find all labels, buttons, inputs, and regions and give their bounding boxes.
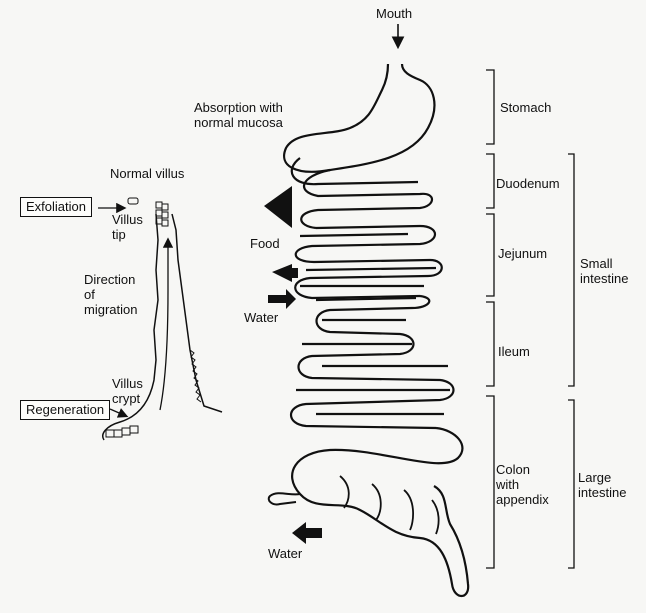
- segment-label-ileum: Ileum: [498, 344, 530, 359]
- water-arrow-upper: [268, 289, 296, 309]
- segment-label-colon: Colon with appendix: [496, 462, 549, 507]
- bracket-ileum: [486, 301, 495, 387]
- segment-label-stomach: Stomach: [500, 100, 552, 115]
- villus-tip-label: Villus tip: [112, 212, 143, 242]
- water-label-upper: Water: [244, 310, 279, 325]
- crypt-cells: [105, 425, 139, 438]
- bracket-large-intestine: [568, 399, 575, 569]
- bracket-small-intestine: [568, 153, 575, 387]
- duodenum-outline: [300, 168, 434, 230]
- jejunum-outline: [294, 224, 443, 300]
- esophagus-stomach-outline: [283, 63, 436, 173]
- ileum-outline: [289, 294, 455, 430]
- bracket-jejunum: [486, 213, 495, 297]
- villus-outline: [102, 213, 223, 441]
- water-label-lower: Water: [268, 546, 303, 561]
- ileum-inner-outline: [296, 296, 450, 416]
- migration-label: Direction of migration: [84, 272, 138, 317]
- colon-haustra: [339, 475, 440, 535]
- bracket-duodenum: [486, 153, 495, 209]
- villus-tip-cells: [155, 201, 169, 227]
- group-label-large-intestine: Large intestine: [578, 470, 627, 500]
- regeneration-box: Regeneration: [20, 400, 111, 420]
- bracket-stomach: [486, 69, 495, 145]
- food-label: Food: [250, 236, 280, 251]
- segment-label-duodenum: Duodenum: [496, 176, 560, 191]
- colon-outline: [291, 426, 470, 598]
- appendix-outline: [267, 492, 301, 506]
- migration-arrow: [159, 237, 174, 411]
- mouth-label: Mouth: [376, 6, 413, 21]
- normal-villus-label: Normal villus: [110, 166, 185, 181]
- absorption-label: Absorption with normal mucosa: [194, 100, 283, 130]
- food-arrow-small: [272, 264, 298, 282]
- regeneration-pointer: [109, 408, 129, 418]
- bracket-colon: [486, 395, 495, 569]
- group-label-small-intestine: Small intestine: [580, 256, 629, 286]
- villus-rough-edge: [189, 349, 202, 403]
- jejunum-inner-outline: [299, 232, 437, 288]
- water-arrow-lower: [292, 522, 322, 544]
- food-arrow-large: [264, 186, 292, 228]
- duodenum-inner-outline: [290, 157, 419, 186]
- villus-crypt-label: Villus crypt: [112, 376, 143, 406]
- segment-label-jejunum: Jejunum: [498, 246, 548, 261]
- exfoliation-box: Exfoliation: [20, 197, 92, 217]
- exfoliated-cell: [127, 197, 139, 205]
